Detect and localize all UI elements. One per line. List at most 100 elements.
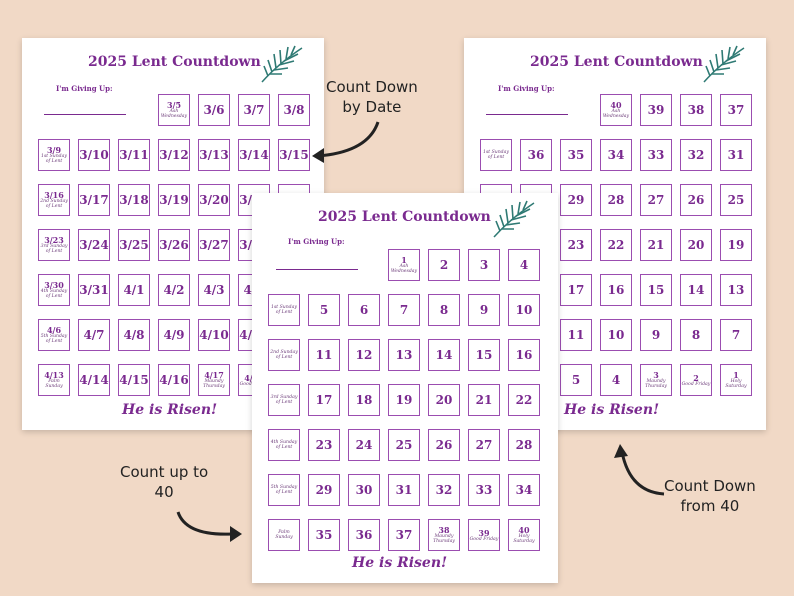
calendar-cell: 3/7 — [238, 94, 270, 126]
calendar-cell: 28 — [508, 429, 540, 461]
palm-leaf-icon — [493, 200, 535, 238]
calendar-cell: 23 — [560, 229, 592, 261]
cell-number: 3/16 — [44, 190, 64, 200]
giving-up-label: I'm Giving Up: — [498, 84, 555, 93]
cell-number: 37 — [395, 528, 413, 542]
cell-number: 34 — [607, 148, 625, 162]
cell-number: 1 — [733, 370, 739, 380]
calendar-cell: 4/7 — [78, 319, 110, 351]
cell-number: 7 — [731, 328, 741, 342]
calendar-cell: 13 — [720, 274, 752, 306]
cell-number: 17 — [315, 393, 333, 407]
calendar-cell: 7 — [720, 319, 752, 351]
calendar-cell: 27 — [468, 429, 500, 461]
cell-number: 34 — [515, 483, 533, 497]
cell-number: 3/9 — [46, 145, 62, 155]
sheet-title: 2025 Lent Countdown — [318, 209, 491, 225]
arrow-icon — [176, 511, 242, 542]
calendar-cell: 33 — [640, 139, 672, 171]
calendar-cell: 3/10 — [78, 139, 110, 171]
calendar-cell: 3rd Sunday of Lent — [268, 384, 300, 416]
cell-label: Good Friday — [681, 381, 711, 387]
cell-number: 28 — [515, 438, 533, 452]
cell-number: 4/2 — [163, 283, 185, 297]
cell-number: 31 — [395, 483, 413, 497]
cell-number: 33 — [475, 483, 493, 497]
cell-label: Good Friday — [469, 536, 499, 542]
callout-up-to-40: Count up to 40 — [120, 463, 209, 501]
cell-number: 39 — [647, 103, 665, 117]
cell-number: 10 — [515, 303, 533, 317]
cell-number: 4/17 — [204, 370, 224, 380]
calendar-cell: 4/9 — [158, 319, 190, 351]
cell-number: 10 — [607, 328, 625, 342]
calendar-cell: 35 — [308, 519, 340, 551]
giving-up-line — [44, 114, 126, 115]
cell-number: 3/19 — [159, 193, 189, 207]
calendar-cell: 20 — [680, 229, 712, 261]
cell-label: Holy Saturday — [513, 534, 535, 544]
calendar-cell: 9 — [640, 319, 672, 351]
cell-number: 6 — [359, 303, 369, 317]
cell-number: 40 — [518, 525, 530, 535]
calendar-cell: 10 — [600, 319, 632, 351]
calendar-cell: 4/1 — [118, 274, 150, 306]
cell-number: 3/6 — [203, 103, 225, 117]
calendar-cell: 4/10 — [198, 319, 230, 351]
cell-number: 9 — [479, 303, 489, 317]
cell-number: 3/14 — [239, 148, 269, 162]
calendar-cell: 3/31 — [78, 274, 110, 306]
cell-number: 3/13 — [199, 148, 229, 162]
callout-by-date: Count Down by Date — [326, 78, 418, 116]
calendar-cell: 37 — [388, 519, 420, 551]
cell-number: 4/7 — [83, 328, 105, 342]
cell-number: 14 — [687, 283, 705, 297]
cell-number: 3/31 — [79, 283, 109, 297]
calendar-cell: 5th Sunday of Lent — [268, 474, 300, 506]
cell-number: 18 — [355, 393, 373, 407]
cell-number: 4 — [519, 258, 529, 272]
cell-number: 3/10 — [79, 148, 109, 162]
cell-number: 9 — [651, 328, 661, 342]
calendar-cell: 35 — [560, 139, 592, 171]
cell-number: 19 — [395, 393, 413, 407]
giving-up-line — [486, 114, 568, 115]
calendar-cell: 25 — [720, 184, 752, 216]
calendar-cell — [308, 249, 340, 281]
calendar-cell: 15 — [640, 274, 672, 306]
calendar-cell: 14 — [680, 274, 712, 306]
calendar-cell: 2nd Sunday of Lent — [268, 339, 300, 371]
calendar-cell: 26 — [680, 184, 712, 216]
calendar-cell: 16 — [508, 339, 540, 371]
calendar-cell: 39 — [640, 94, 672, 126]
cell-label: Palm Sunday — [275, 530, 293, 540]
calendar-cell: 11 — [308, 339, 340, 371]
cell-number: 23 — [315, 438, 333, 452]
calendar-cell: 1st Sunday of Lent — [268, 294, 300, 326]
cell-number: 32 — [435, 483, 453, 497]
cell-number: 19 — [727, 238, 745, 252]
cell-number: 26 — [687, 193, 705, 207]
calendar-cell — [520, 94, 552, 126]
cell-number: 29 — [315, 483, 333, 497]
calendar-cell: 13 — [388, 339, 420, 371]
cell-number: 30 — [355, 483, 373, 497]
cell-number: 37 — [727, 103, 745, 117]
cell-label: Holy Saturday — [725, 379, 747, 389]
cell-number: 11 — [315, 348, 333, 362]
cell-label: Maundy Thursday — [203, 379, 225, 389]
calendar-cell: 29 — [308, 474, 340, 506]
calendar-cell: 12 — [348, 339, 380, 371]
cell-label: 3rd Sunday of Lent — [270, 395, 298, 405]
calendar-cell: 4/2 — [158, 274, 190, 306]
calendar-cell — [268, 249, 300, 281]
cell-number: 3/26 — [159, 238, 189, 252]
he-is-risen: He is Risen! — [352, 555, 448, 571]
calendar-cell: 3/17 — [78, 184, 110, 216]
cell-number: 3/20 — [199, 193, 229, 207]
